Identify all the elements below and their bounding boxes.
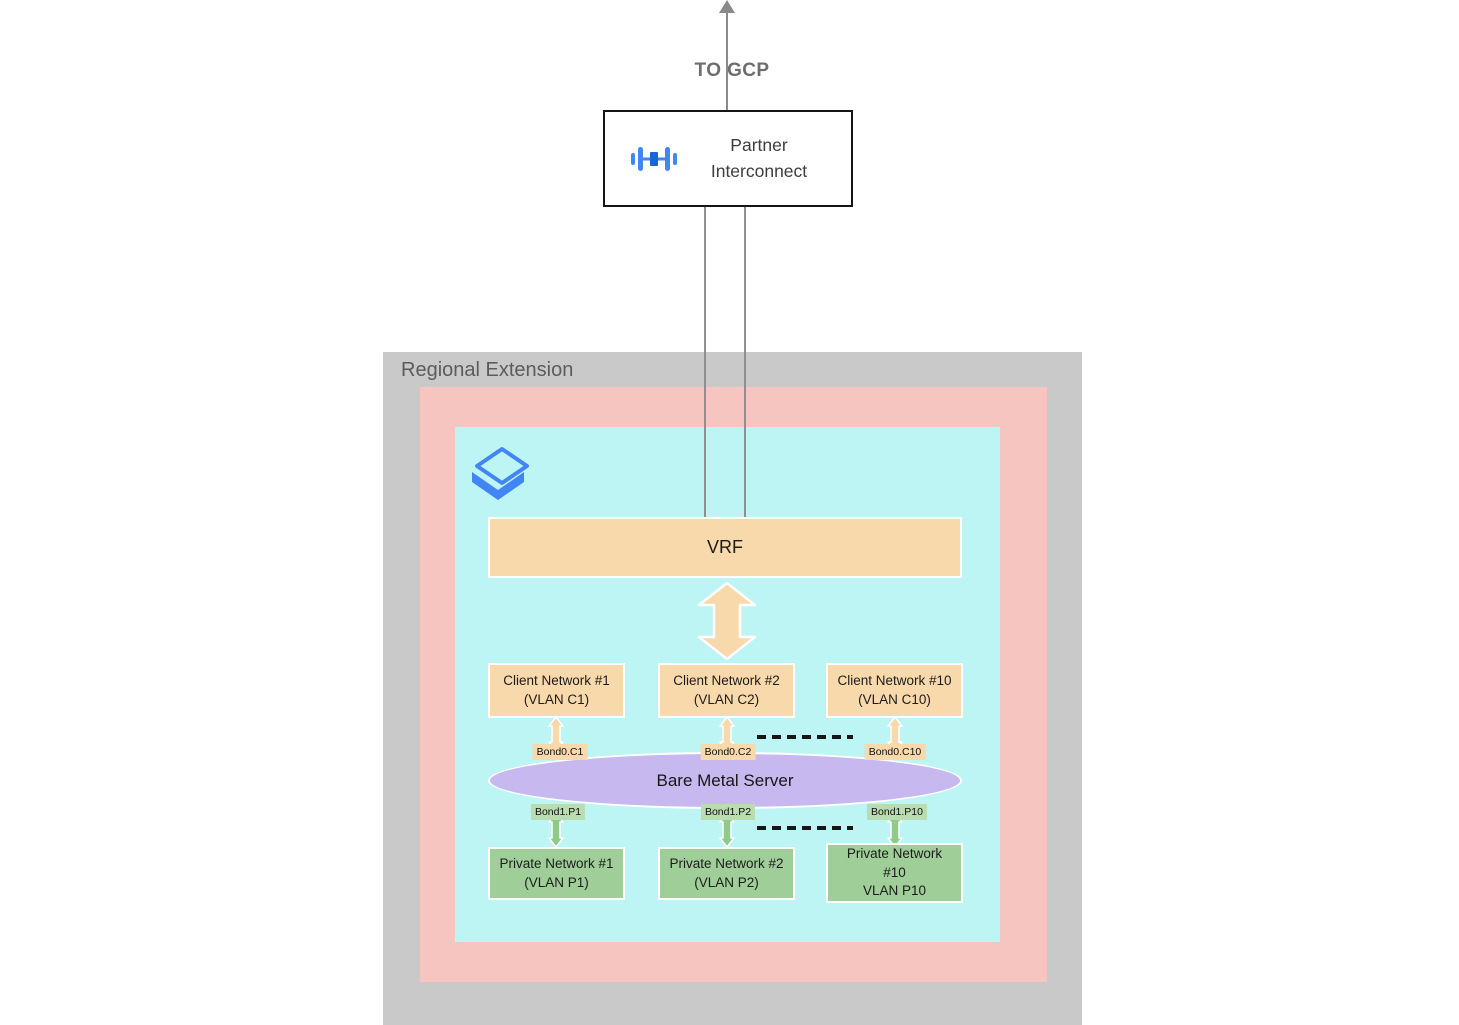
partner-interconnect-label-line2: Interconnect (710, 160, 808, 181)
client-network-2-name: Client Network #2 (673, 672, 780, 688)
bond0-c10-label: Bond0.C10 (864, 744, 926, 760)
private-network-1-node: Private Network #1 (VLAN P1) (488, 847, 625, 900)
private-network-10-name: Private Network (846, 845, 943, 861)
interconnect-icon (631, 146, 677, 171)
vrf-bidirectional-arrow (697, 582, 757, 660)
interconnect-link-line-left (704, 207, 706, 517)
client-network-10-node: Client Network #10 (VLAN C10) (826, 663, 963, 718)
client-network-1-vlan: (VLAN C1) (523, 691, 590, 707)
partner-interconnect-node: Partner Interconnect (603, 110, 853, 207)
private-network-10-node: Private Network #10 VLAN P10 (826, 843, 963, 903)
to-gcp-arrow-line (726, 11, 728, 110)
to-gcp-label: TO GCP (694, 60, 770, 81)
client-network-1-name: Client Network #1 (503, 672, 610, 688)
private-network-10-vlan: VLAN P10 (862, 883, 927, 899)
private-ellipsis-dashes (757, 826, 853, 830)
bond0-c2-label: Bond0.C2 (700, 744, 756, 760)
regional-extension-label: Regional Extension (401, 359, 574, 381)
client-network-10-name: Client Network #10 (837, 672, 952, 688)
partner-interconnect-label-line1: Partner (730, 135, 788, 156)
private-network-2-name: Private Network #2 (669, 855, 784, 871)
to-gcp-arrowhead (719, 0, 735, 13)
client-network-2-vlan: (VLAN C2) (693, 691, 760, 707)
bond1-p1-label: Bond1.P1 (530, 804, 586, 820)
bare-metal-server-node: Bare Metal Server (488, 752, 962, 809)
private-network-2-node: Private Network #2 (VLAN P2) (658, 847, 795, 900)
bond1-p10-label: Bond1.P10 (867, 804, 927, 820)
private-network-10-number: #10 (883, 864, 906, 880)
partner-interconnect-label: Partner Interconnect (677, 133, 851, 184)
bond1-p2-label: Bond1.P2 (700, 804, 756, 820)
private-network-1-vlan: (VLAN P1) (524, 874, 589, 890)
private-network-2-vlan: (VLAN P2) (694, 874, 759, 890)
private-network-1-name: Private Network #1 (499, 855, 614, 871)
vrf-node: VRF (488, 517, 962, 578)
bond0-c1-label: Bond0.C1 (532, 744, 588, 760)
client-network-10-vlan: (VLAN C10) (858, 691, 931, 707)
client-network-2-node: Client Network #2 (VLAN C2) (658, 663, 795, 718)
client-ellipsis-dashes (757, 735, 853, 739)
layers-diamond-icon (472, 447, 529, 500)
client-network-1-node: Client Network #1 (VLAN C1) (488, 663, 625, 718)
interconnect-link-line-right (744, 207, 746, 517)
